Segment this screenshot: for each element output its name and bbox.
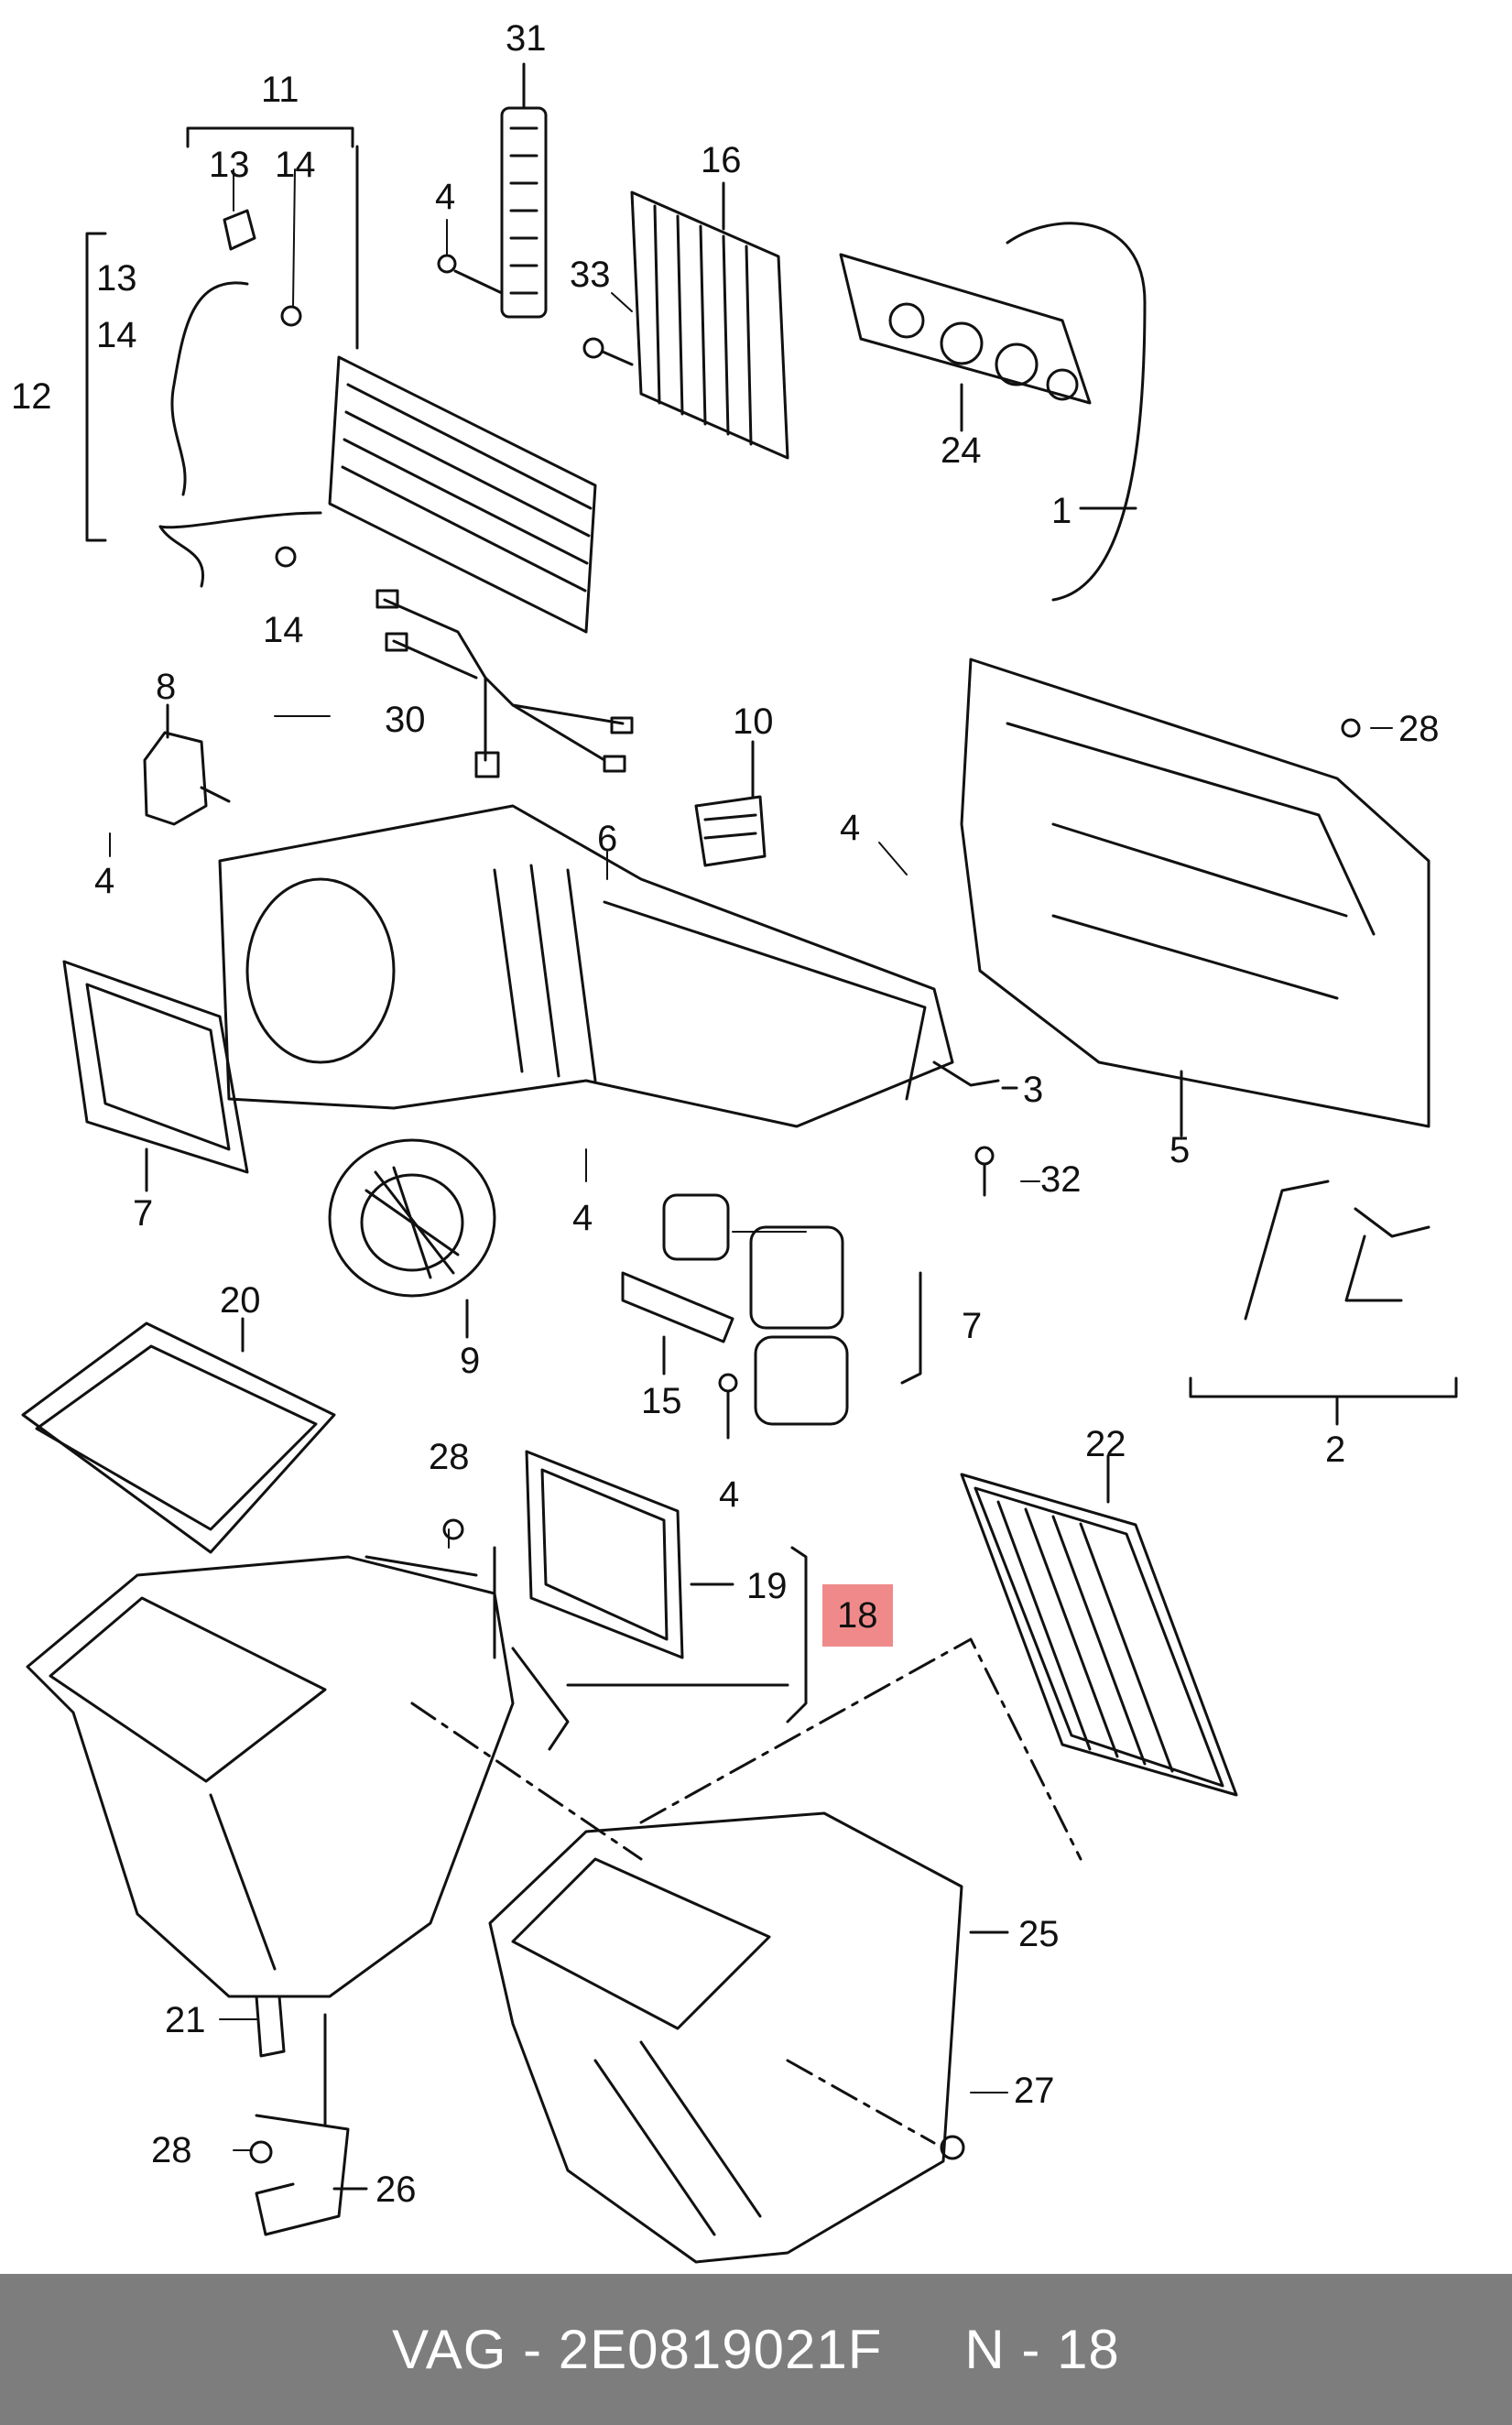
part-4-screw-top xyxy=(437,254,504,295)
callout-4: 4 xyxy=(840,808,861,848)
callout-2: 2 xyxy=(1325,1430,1346,1470)
callout-7: 7 xyxy=(133,1193,154,1234)
callout-9: 9 xyxy=(460,1341,481,1381)
part-14-seal xyxy=(275,305,302,568)
callout-3: 3 xyxy=(1023,1070,1044,1110)
part-number-caption: VAG - 2E0819021F N - 18 xyxy=(0,2274,1512,2425)
callout-21: 21 xyxy=(165,2000,206,2040)
callout-27: 27 xyxy=(1014,2071,1055,2111)
part-4-screw-mid xyxy=(718,1373,738,1440)
callout-24: 24 xyxy=(941,430,982,471)
callout-6: 6 xyxy=(597,819,618,859)
part-10-sensor xyxy=(694,740,767,867)
part-3-drain xyxy=(932,1060,1018,1090)
part-26-bracket xyxy=(255,2013,368,2236)
part-12-hoses xyxy=(85,232,322,588)
part-25-housing-cover xyxy=(488,1811,1009,2264)
callout-22: 22 xyxy=(1085,1424,1126,1464)
part-number-text: 2E0819021F xyxy=(558,2319,883,2380)
part-18-group-bracket xyxy=(493,1546,808,1751)
part-28-nut-mid xyxy=(442,1518,464,1540)
leader-lines xyxy=(109,169,1393,2151)
position-number: 18 xyxy=(1057,2319,1120,2380)
part-7-seals-right xyxy=(662,1193,922,1426)
callout-4: 4 xyxy=(719,1474,740,1515)
callout-30: 30 xyxy=(385,700,426,740)
callout-7: 7 xyxy=(962,1306,983,1346)
part-5-housing xyxy=(960,658,1430,1137)
part-33-nut xyxy=(582,337,634,366)
lower-housing-left xyxy=(26,1555,515,1998)
part-22-filter-element xyxy=(960,1454,1238,1797)
part-27-clip xyxy=(940,2135,965,2160)
part-20-seal-frame xyxy=(21,1317,336,1554)
callout-4: 4 xyxy=(435,177,456,217)
part-9-blower-fan xyxy=(328,1138,496,1339)
callout-14: 14 xyxy=(275,145,316,185)
callout-33: 33 xyxy=(570,255,611,295)
part-2-linkage xyxy=(1189,1180,1458,1426)
callout-28: 28 xyxy=(429,1437,470,1477)
callout-20: 20 xyxy=(220,1280,261,1321)
brand-separator: - xyxy=(523,2319,543,2380)
callout-16: 16 xyxy=(701,140,742,180)
part-19-seal xyxy=(525,1450,734,1659)
callout-18-highlighted: 18 xyxy=(822,1584,893,1647)
part-8-servomotor xyxy=(143,703,231,826)
position-prefix: N xyxy=(964,2319,1006,2380)
callout-28: 28 xyxy=(1398,709,1440,749)
callout-10: 10 xyxy=(733,701,774,742)
part-16-heat-exchanger xyxy=(630,181,789,460)
part-6-air-duct-housing xyxy=(218,804,954,1128)
part-24-control-unit xyxy=(839,253,1092,432)
callout-4: 4 xyxy=(94,861,115,901)
part-21-clip xyxy=(255,1995,286,2058)
assembly-dashed-line xyxy=(410,1637,1082,2145)
callout-14: 14 xyxy=(263,610,304,650)
part-32-screw xyxy=(974,1146,995,1197)
callout-14: 14 xyxy=(96,315,137,355)
callout-4: 4 xyxy=(572,1198,593,1238)
callout-25: 25 xyxy=(1018,1914,1060,1954)
callout-32: 32 xyxy=(1040,1159,1082,1200)
part-15-bracket xyxy=(621,1271,734,1376)
part-28-nut-bottom xyxy=(249,2140,273,2164)
part-11-heater-core xyxy=(186,126,597,634)
brand-text: VAG xyxy=(392,2319,507,2380)
callout-31: 31 xyxy=(506,18,547,59)
callout-26: 26 xyxy=(375,2169,417,2210)
callout-13: 13 xyxy=(96,258,137,299)
part-28-nut-top xyxy=(1341,718,1361,738)
exploded-parts-drawing xyxy=(21,62,1458,2264)
part-13-clip xyxy=(223,209,256,251)
callout-8: 8 xyxy=(156,667,177,707)
callout-12: 12 xyxy=(11,376,52,417)
callout-11: 11 xyxy=(261,70,299,110)
callout-19: 19 xyxy=(746,1566,788,1606)
callout-1: 1 xyxy=(1051,491,1072,531)
position-separator: - xyxy=(1021,2319,1041,2380)
part-30-wiring-harness xyxy=(375,589,634,778)
callout-28: 28 xyxy=(151,2130,192,2170)
part-1-cable xyxy=(1006,222,1147,602)
callout-13: 13 xyxy=(209,145,250,185)
callout-15: 15 xyxy=(641,1381,682,1421)
callout-5: 5 xyxy=(1169,1130,1191,1170)
part-7-seal-frame-left xyxy=(62,960,249,1192)
part-31-air-guide xyxy=(500,62,548,319)
